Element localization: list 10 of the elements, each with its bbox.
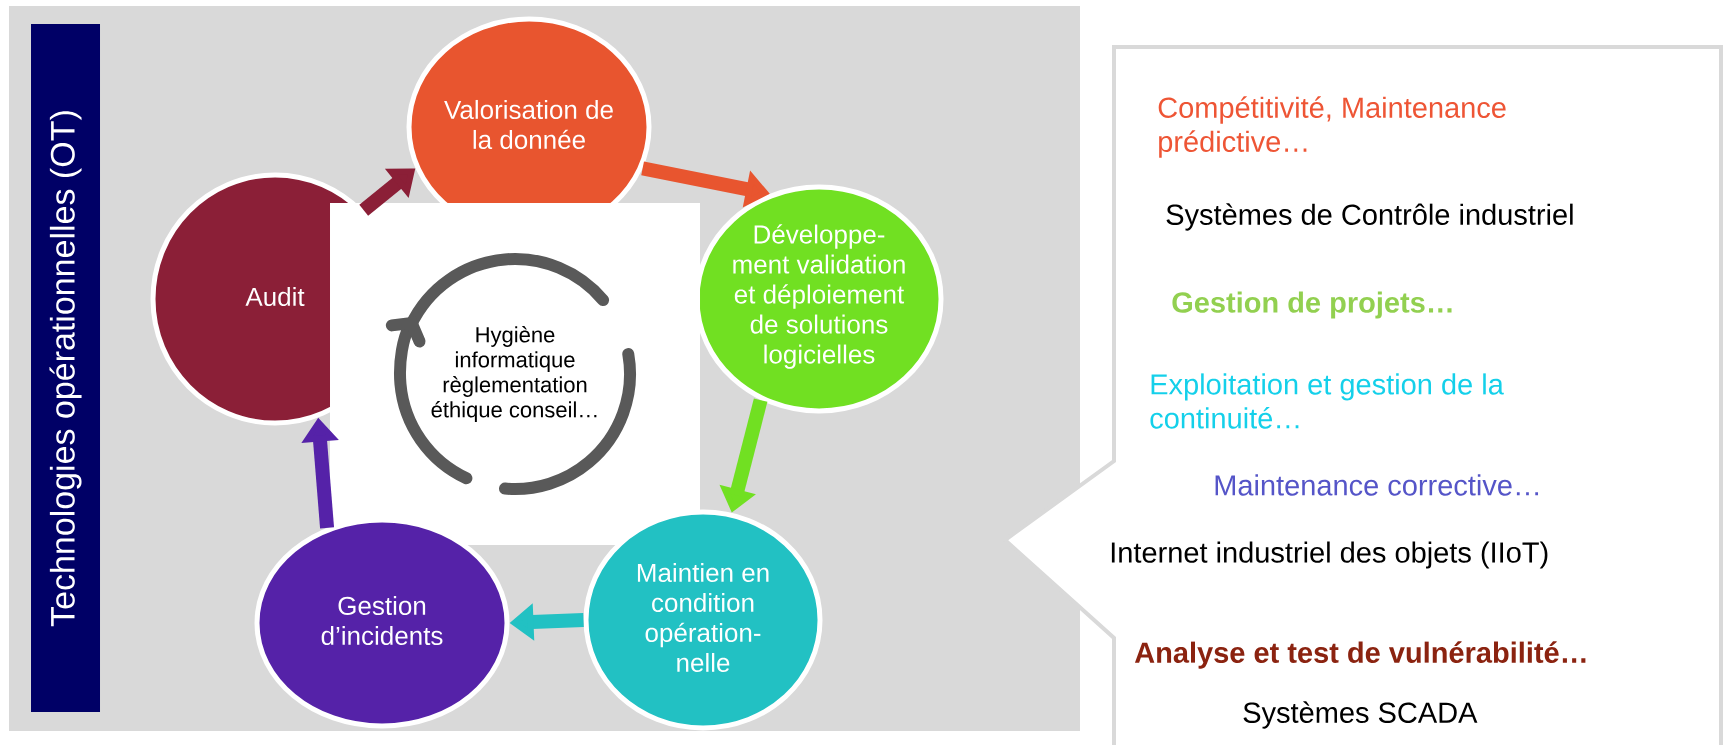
callout-text: Analyse et test de vulnérabilité… <box>1134 641 1586 669</box>
callout-text: Compétitivité, Maintenance prédictive… <box>1158 96 1506 158</box>
callout-text: Gestion de projets… <box>1172 291 1452 319</box>
title-band: Technologies opérationnelles (OT) <box>31 24 100 712</box>
callout-text: Exploitation et gestion de la continuité… <box>1150 373 1504 429</box>
callout-text: Systèmes SCADA <box>1243 701 1478 729</box>
center-panel: Hygiène informatique règlementation éthique conseil… <box>330 203 700 545</box>
callout-text: Maintenance corrective… <box>1215 474 1538 496</box>
callout-text: Systèmes de Contrôle industriel <box>1166 203 1573 231</box>
callout-text: Internet industriel des objets (IIoT) <box>1111 541 1548 569</box>
